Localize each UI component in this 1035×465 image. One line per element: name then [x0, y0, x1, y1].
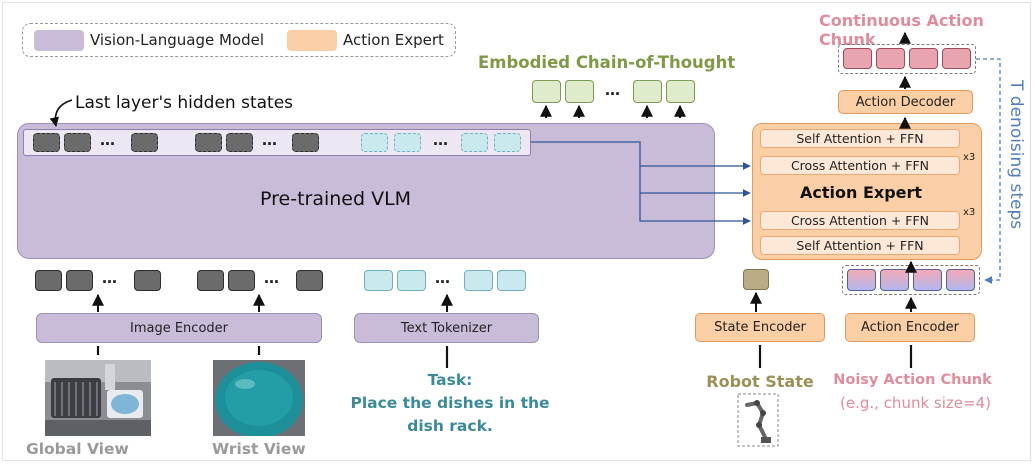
global-view-image — [45, 360, 151, 436]
action-token — [942, 48, 971, 69]
hidden-text-token — [461, 133, 488, 152]
image-token — [35, 270, 62, 291]
legend-expert-swatch — [287, 30, 337, 51]
global-view-label: Global View — [26, 440, 129, 458]
hidden-text-token — [361, 133, 388, 152]
ellipsis: … — [435, 269, 450, 287]
legend — [22, 23, 456, 57]
hidden-image-token — [292, 133, 319, 152]
ecot-title: Embodied Chain-of-Thought — [478, 53, 736, 72]
image-token — [134, 270, 161, 291]
repeat-label: x3 — [963, 207, 976, 218]
expert-layer: Cross Attention + FFN — [760, 156, 960, 175]
hidden-states-strip — [23, 129, 531, 156]
robot-arm-image — [737, 393, 779, 447]
expert-layer: Self Attention + FFN — [760, 129, 960, 148]
chunk-size-label: (e.g., chunk size=4) — [840, 394, 991, 412]
image-token — [296, 270, 323, 291]
legend-expert-label: Action Expert — [343, 31, 444, 49]
robot-state-label: Robot State — [706, 372, 814, 391]
ellipsis: … — [102, 269, 117, 287]
hidden-image-token — [64, 133, 91, 152]
image-token — [66, 270, 93, 291]
ellipsis: … — [100, 131, 115, 149]
image-token — [228, 270, 255, 291]
state-encoder: State Encoder — [695, 313, 825, 342]
action-token — [909, 48, 938, 69]
noisy-token — [880, 269, 909, 291]
legend-vlm-swatch — [34, 30, 84, 51]
action-token — [843, 48, 872, 69]
ellipsis: … — [262, 131, 277, 149]
text-token — [497, 270, 526, 291]
action-expert-title: Action Expert — [800, 183, 923, 202]
text-tokenizer: Text Tokenizer — [354, 313, 539, 343]
noisy-token — [913, 269, 942, 291]
hidden-image-token — [226, 133, 253, 152]
text-token — [397, 270, 426, 291]
hidden-image-token — [195, 133, 222, 152]
task-title: Task: — [427, 371, 473, 389]
action-encoder: Action Encoder — [845, 313, 975, 342]
expert-layer: Cross Attention + FFN — [760, 211, 960, 230]
hidden-image-token — [131, 133, 158, 152]
vlm-title: Pre-trained VLM — [260, 188, 412, 210]
noisy-token — [847, 269, 876, 291]
wrist-view-label: Wrist View — [212, 440, 306, 458]
hidden-image-token — [33, 133, 60, 152]
legend-vlm-label: Vision-Language Model — [90, 31, 265, 49]
denoising-steps-label: T denoising steps — [1006, 80, 1026, 230]
hidden-text-token — [394, 133, 421, 152]
task-line-2: dish rack. — [407, 417, 493, 435]
action-token — [876, 48, 905, 69]
text-token — [464, 270, 493, 291]
noisy-chunk-label: Noisy Action Chunk — [833, 372, 992, 388]
continuous-chunk-frame — [838, 44, 976, 74]
ecot-token — [565, 80, 594, 103]
task-line-1: Place the dishes in the — [350, 394, 550, 412]
ellipsis: … — [605, 81, 620, 99]
hidden-text-token — [494, 133, 521, 152]
ellipsis: … — [433, 131, 448, 149]
image-token — [197, 270, 224, 291]
text-token — [364, 270, 393, 291]
action-decoder: Action Decoder — [838, 90, 973, 114]
repeat-label: x3 — [963, 152, 976, 163]
expert-layer: Self Attention + FFN — [760, 236, 960, 255]
ecot-token — [666, 80, 695, 103]
noisy-token — [946, 269, 975, 291]
state-token — [743, 269, 769, 290]
image-encoder: Image Encoder — [36, 313, 322, 343]
ecot-token — [532, 80, 561, 103]
ecot-token — [633, 80, 662, 103]
ellipsis: … — [264, 269, 279, 287]
wrist-view-image — [213, 360, 305, 436]
hidden-states-label: Last layer's hidden states — [75, 93, 294, 113]
